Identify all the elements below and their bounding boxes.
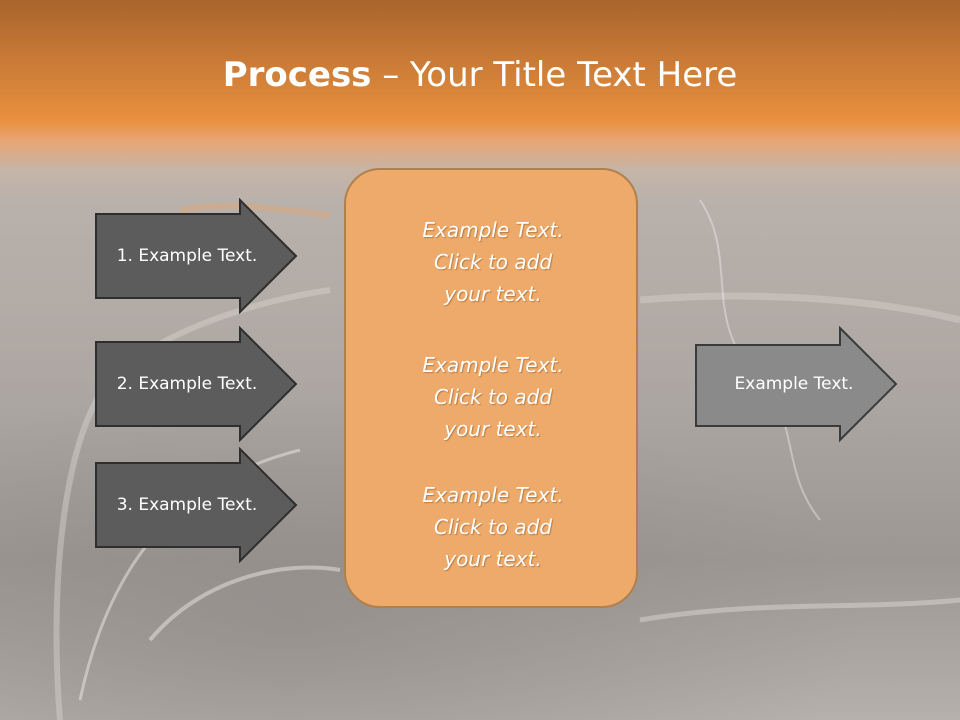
arrow-right-icon xyxy=(695,326,898,443)
result-arrow[interactable]: Example Text. xyxy=(694,326,900,444)
block-3-line-2: Click to add xyxy=(433,515,553,539)
arrow-right-icon xyxy=(95,198,298,314)
block-3-line-3: your text. xyxy=(444,547,542,571)
arrow-right-icon xyxy=(95,447,298,563)
title-rest: – Your Title Text Here xyxy=(371,55,738,95)
result-label: Example Text. xyxy=(734,374,854,394)
center-text-block-3[interactable]: Example Text. Click to add your text. xyxy=(346,479,640,575)
slide-title: Process – Your Title Text Here xyxy=(0,50,960,100)
step-label-3: 3. Example Text. xyxy=(116,495,258,515)
arrow-right-icon xyxy=(95,326,298,442)
center-text-box[interactable]: Example Text. Click to add your text. Ex… xyxy=(344,168,638,608)
block-2-line-1: Example Text. xyxy=(422,353,564,377)
title-bold: Process xyxy=(222,55,372,95)
step-arrow-2[interactable]: 2. Example Text. xyxy=(94,326,300,442)
step-arrow-1[interactable]: 1. Example Text. xyxy=(94,198,300,314)
block-1-line-3: your text. xyxy=(444,282,542,306)
step-arrow-3[interactable]: 3. Example Text. xyxy=(94,447,300,563)
block-2-line-2: Click to add xyxy=(433,385,553,409)
block-3-line-1: Example Text. xyxy=(422,483,564,507)
step-label-2: 2. Example Text. xyxy=(116,374,258,394)
block-1-line-1: Example Text. xyxy=(422,218,564,242)
center-text-block-1[interactable]: Example Text. Click to add your text. xyxy=(346,214,640,310)
block-1-line-2: Click to add xyxy=(433,250,553,274)
step-label-1: 1. Example Text. xyxy=(116,246,258,266)
block-2-line-3: your text. xyxy=(444,417,542,441)
center-text-block-2[interactable]: Example Text. Click to add your text. xyxy=(346,349,640,445)
